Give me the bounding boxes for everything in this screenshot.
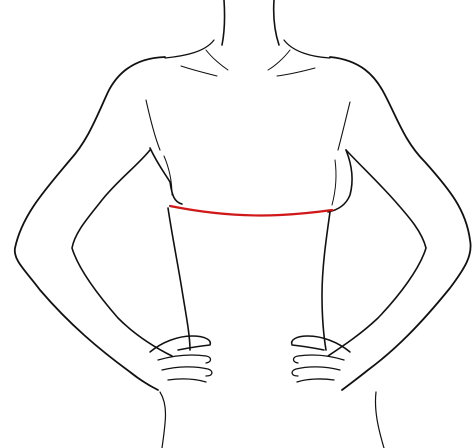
neck-outline xyxy=(222,0,279,45)
right-hand-outline xyxy=(292,336,384,448)
left-hand-outline xyxy=(150,336,212,448)
left-arm-outline xyxy=(15,57,172,390)
right-arm-outline xyxy=(328,57,471,390)
shoulder-line-strokes xyxy=(165,40,330,76)
waist-outline xyxy=(168,208,330,350)
underbust-measurement-line xyxy=(170,206,332,215)
bust-outline xyxy=(150,148,352,212)
